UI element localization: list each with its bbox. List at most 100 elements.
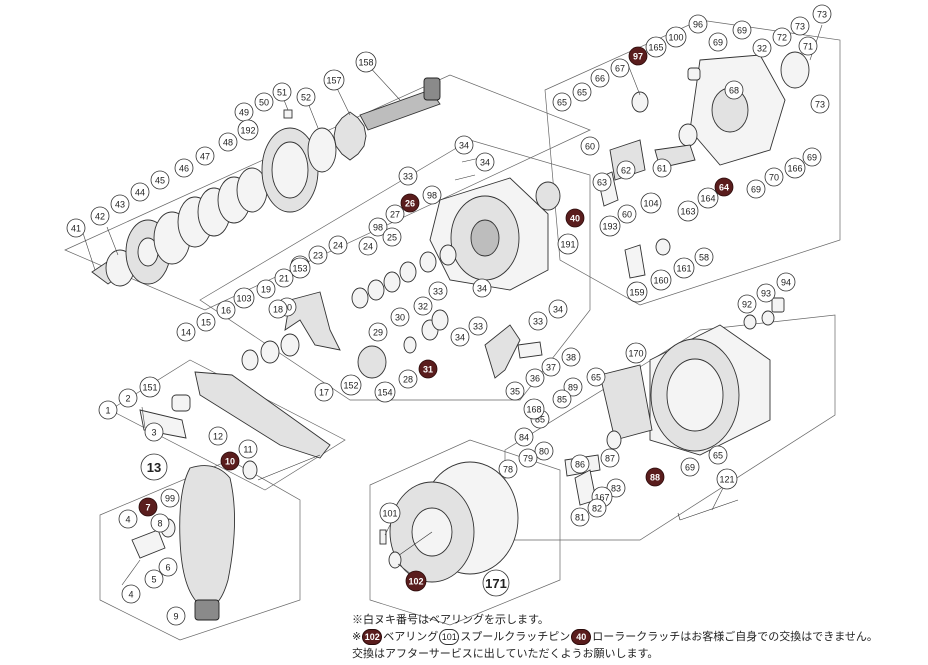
callout-number: 73 (815, 100, 825, 110)
part-121-wrench (677, 499, 739, 521)
callout-171: 171 (482, 569, 510, 597)
callout-circle (570, 507, 590, 527)
callout-40: 40 (565, 208, 585, 228)
callout-circle (599, 215, 621, 237)
callout-number: 88 (650, 473, 660, 483)
callout-89: 89 (563, 377, 583, 397)
callout-8: 8 (150, 513, 170, 533)
callout-33: 33 (528, 311, 548, 331)
callout-circle (398, 369, 418, 389)
callout-circle (66, 218, 86, 238)
callout-number: 33 (533, 317, 543, 327)
callout-number: 23 (313, 251, 323, 261)
callout-30: 30 (390, 307, 410, 327)
callout-152: 152 (340, 374, 362, 396)
callout-number: 73 (795, 22, 805, 32)
callout-circle (587, 498, 607, 518)
part-158-shaft (359, 89, 441, 131)
callout-number: 160 (653, 276, 668, 286)
callout-circle (144, 422, 164, 442)
callout-number: 24 (363, 242, 373, 252)
part-159 (624, 244, 646, 279)
callout-circle (90, 206, 110, 226)
callout-number: 60 (622, 210, 632, 220)
callout-circle (355, 51, 377, 73)
callout-35: 35 (505, 381, 525, 401)
callout-number: 33 (433, 287, 443, 297)
frame-body-assembly (564, 297, 785, 521)
callout-65: 65 (552, 92, 572, 112)
callout-34: 34 (475, 152, 495, 172)
callout-number: 38 (566, 353, 576, 363)
callout-number: 191 (560, 240, 575, 250)
callout-number: 97 (633, 52, 643, 62)
chip-102: 102 (362, 629, 383, 646)
callout-circle (196, 312, 216, 332)
callout-circle (600, 448, 620, 468)
callout-circle (586, 367, 606, 387)
handle-assembly (139, 371, 331, 481)
callout-4: 4 (121, 584, 141, 604)
callout-number: 157 (326, 76, 341, 86)
callout-number: 26 (405, 199, 415, 209)
part-side-plate-bore (470, 219, 500, 257)
callout-70: 70 (764, 167, 784, 187)
callout-number: 69 (685, 463, 695, 473)
callout-26: 26 (400, 193, 420, 213)
callout-circle (144, 569, 164, 589)
callout-63: 63 (592, 172, 612, 192)
callout-circle (628, 46, 648, 66)
callout-circle (158, 557, 178, 577)
callout-circle (368, 217, 388, 237)
callout-number: 25 (387, 233, 397, 243)
callout-24: 24 (328, 235, 348, 255)
callout-number: 16 (221, 306, 231, 316)
callout-number: 30 (395, 313, 405, 323)
callout-34: 34 (450, 327, 470, 347)
callout-number: 65 (591, 373, 601, 383)
callout-circle (472, 278, 492, 298)
callout-number: 166 (787, 164, 802, 174)
callout-number: 42 (95, 212, 105, 222)
callout-circle (138, 497, 158, 517)
part-22 (351, 287, 369, 309)
callout-circle (428, 281, 448, 301)
part-64-bearing (678, 123, 698, 147)
callout-73: 73 (790, 16, 810, 36)
callout-number: 165 (648, 43, 663, 53)
callout-number: 170 (628, 349, 643, 359)
callout-number: 4 (125, 515, 130, 525)
callout-2: 2 (118, 388, 138, 408)
callout-78: 78 (498, 459, 518, 479)
callout-circle (379, 502, 401, 524)
callout-number: 33 (473, 322, 483, 332)
callout-number: 21 (279, 274, 289, 284)
note-mark: ※ (352, 631, 362, 643)
callout-number: 81 (575, 513, 585, 523)
callout-number: 52 (301, 93, 311, 103)
callout-circle (708, 32, 728, 52)
callout-41: 41 (66, 218, 86, 238)
callout-circle (140, 453, 168, 481)
part-11-shaft (257, 454, 321, 481)
callout-33: 33 (398, 166, 418, 186)
callout-number: 40 (570, 214, 580, 224)
callout-number: 45 (155, 176, 165, 186)
note-line-3: 交換はアフターサービスに出していただくようお願いします。 (352, 648, 659, 660)
callout-69: 69 (746, 179, 766, 199)
callout-61: 61 (652, 158, 672, 178)
part-40-clutch (535, 181, 561, 211)
callout-34: 34 (472, 278, 492, 298)
callout-4: 4 (118, 509, 138, 529)
callout-number: 50 (259, 98, 269, 108)
callout-circle (272, 82, 292, 102)
callout-circle (368, 322, 388, 342)
callout-164: 164 (697, 187, 719, 209)
callout-circle (482, 569, 510, 597)
callout-circle (160, 488, 180, 508)
callout-number: 151 (142, 383, 157, 393)
callout-88: 88 (645, 467, 665, 487)
part-frame-inner (666, 358, 724, 432)
callout-circle (413, 296, 433, 316)
